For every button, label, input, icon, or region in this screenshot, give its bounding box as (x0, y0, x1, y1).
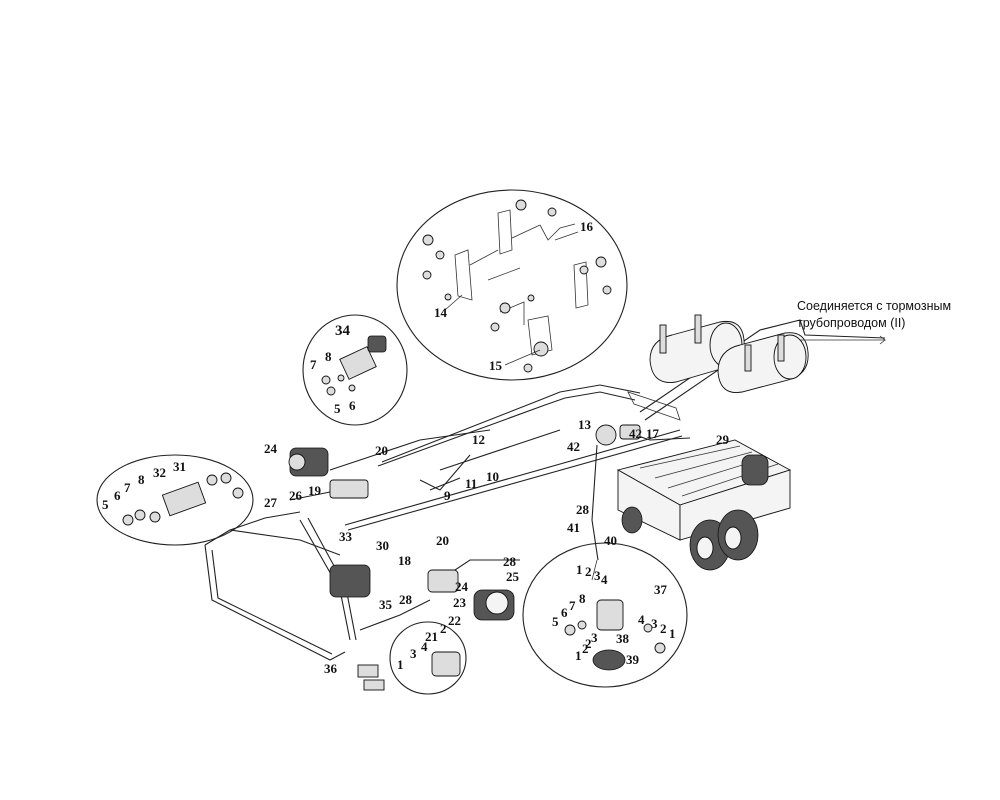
callout-4: 4 (421, 639, 428, 654)
callout-2: 2 (585, 636, 592, 651)
callout-12: 12 (472, 432, 485, 447)
callout-10: 10 (486, 469, 499, 484)
callout-20: 20 (375, 443, 388, 458)
callout-8: 8 (138, 472, 145, 487)
callout-18: 18 (398, 553, 412, 568)
callout-7: 7 (124, 480, 131, 495)
note-line-1: Соединяется с тормозным (797, 299, 951, 313)
callout-41: 41 (567, 520, 580, 535)
callout-32: 32 (153, 465, 166, 480)
callout-13: 13 (578, 417, 592, 432)
detail-bubble-valve-34 (302, 314, 408, 426)
callout-21: 21 (425, 629, 438, 644)
callout-42: 42 (629, 426, 642, 441)
callout-8: 8 (579, 591, 586, 606)
valve-34-detail (321, 335, 387, 396)
detail-bubble-valve-21 (389, 621, 467, 695)
detail-bubble-valve-39 (522, 542, 688, 688)
callout-17: 17 (646, 426, 660, 441)
leader-lines (444, 231, 887, 581)
callout-1: 1 (575, 648, 582, 663)
callout-30: 30 (376, 538, 389, 553)
callout-40: 40 (604, 533, 617, 548)
callout-29: 29 (716, 432, 730, 447)
callout-1: 1 (576, 562, 583, 577)
callout-28: 28 (503, 554, 517, 569)
detail-bubble-brackets (396, 189, 628, 381)
callout-2: 2 (440, 621, 447, 636)
callout-27: 27 (264, 495, 278, 510)
callout-15: 15 (489, 358, 503, 373)
callout-38: 38 (616, 631, 630, 646)
callout-24: 24 (264, 441, 278, 456)
air-tanks (627, 314, 809, 421)
callout-11: 11 (465, 476, 477, 491)
callout-4: 4 (601, 572, 608, 587)
callout-3: 3 (591, 630, 598, 645)
callout-7: 7 (310, 357, 317, 372)
callout-19: 19 (308, 483, 322, 498)
note-line-2: трубопроводом (II) (797, 316, 905, 330)
callout-34: 34 (335, 323, 351, 339)
callout-33: 33 (339, 529, 353, 544)
callout-42: 42 (567, 439, 580, 454)
callout-5: 5 (552, 614, 559, 629)
callout-20: 20 (436, 533, 449, 548)
callout-2: 2 (582, 641, 589, 656)
callout-14: 14 (434, 305, 448, 320)
callout-37: 37 (654, 582, 668, 597)
callout-39: 39 (626, 652, 640, 667)
callout-7: 7 (569, 598, 576, 613)
callout-1: 1 (397, 657, 404, 672)
callout-26: 26 (289, 488, 303, 503)
callout-3: 3 (594, 568, 601, 583)
callout-5: 5 (102, 497, 109, 512)
callout-2: 2 (585, 564, 592, 579)
callout-35: 35 (379, 597, 393, 612)
callout-24: 24 (455, 579, 469, 594)
callout-22: 22 (448, 613, 461, 628)
callout-6: 6 (349, 398, 356, 413)
callout-31: 31 (173, 459, 186, 474)
callout-4: 4 (638, 612, 645, 627)
callout-8: 8 (325, 349, 332, 364)
callout-16: 16 (580, 219, 594, 234)
bracket-parts (422, 199, 612, 373)
callout-36: 36 (324, 661, 338, 676)
components (122, 424, 666, 691)
callout-3: 3 (651, 616, 658, 631)
callout-6: 6 (561, 605, 568, 620)
trailer-platform (616, 439, 792, 571)
detail-bubble-manifold (96, 454, 254, 546)
callout-28: 28 (576, 502, 590, 517)
callout-28: 28 (399, 592, 413, 607)
callout-1: 1 (669, 626, 676, 641)
callouts: 34 8 7 5 6 14 15 16 24 20 19 26 27 31 32… (102, 219, 730, 676)
callout-3: 3 (410, 646, 417, 661)
callout-23: 23 (453, 595, 467, 610)
callout-2: 2 (660, 621, 667, 636)
callout-9: 9 (444, 488, 451, 503)
callout-5: 5 (334, 401, 341, 416)
callout-6: 6 (114, 488, 121, 503)
callout-25: 25 (506, 569, 520, 584)
